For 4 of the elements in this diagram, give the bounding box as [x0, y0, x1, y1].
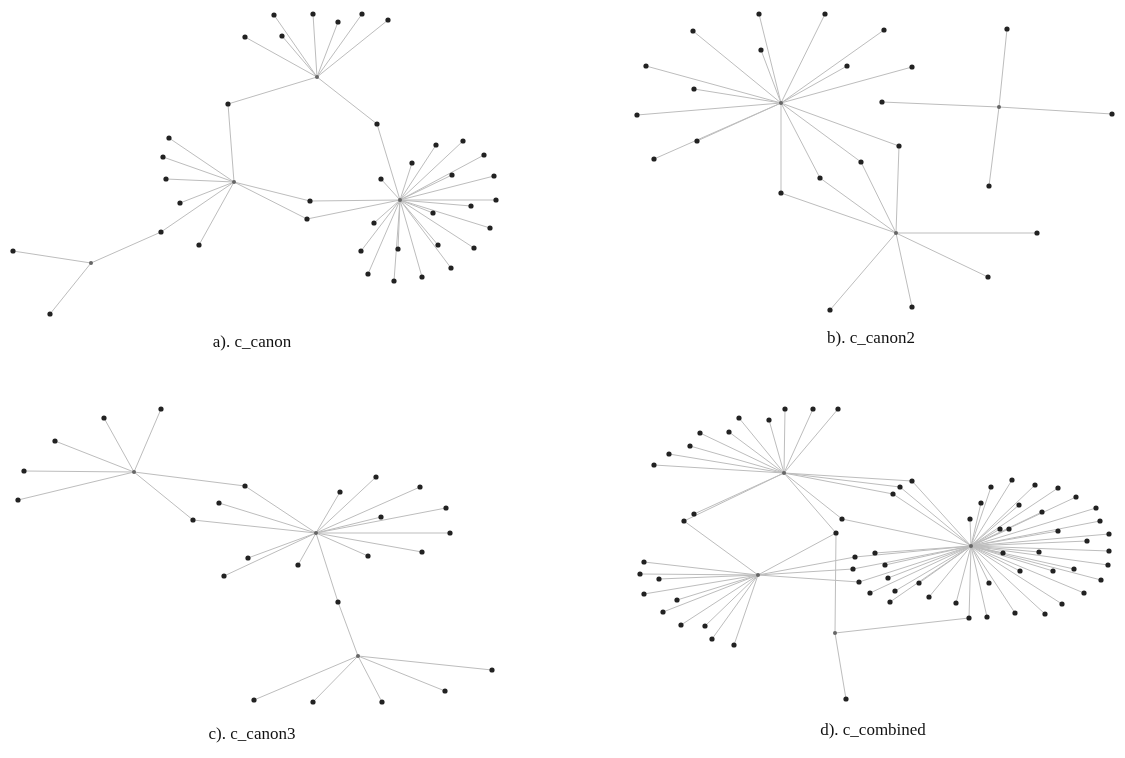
- node-label: a). c_canon: [212, 332, 292, 352]
- node-label: b). c_canon2: [827, 328, 915, 348]
- node-label: d). c_combined: [820, 720, 926, 740]
- node-label: c). c_canon3: [208, 724, 296, 744]
